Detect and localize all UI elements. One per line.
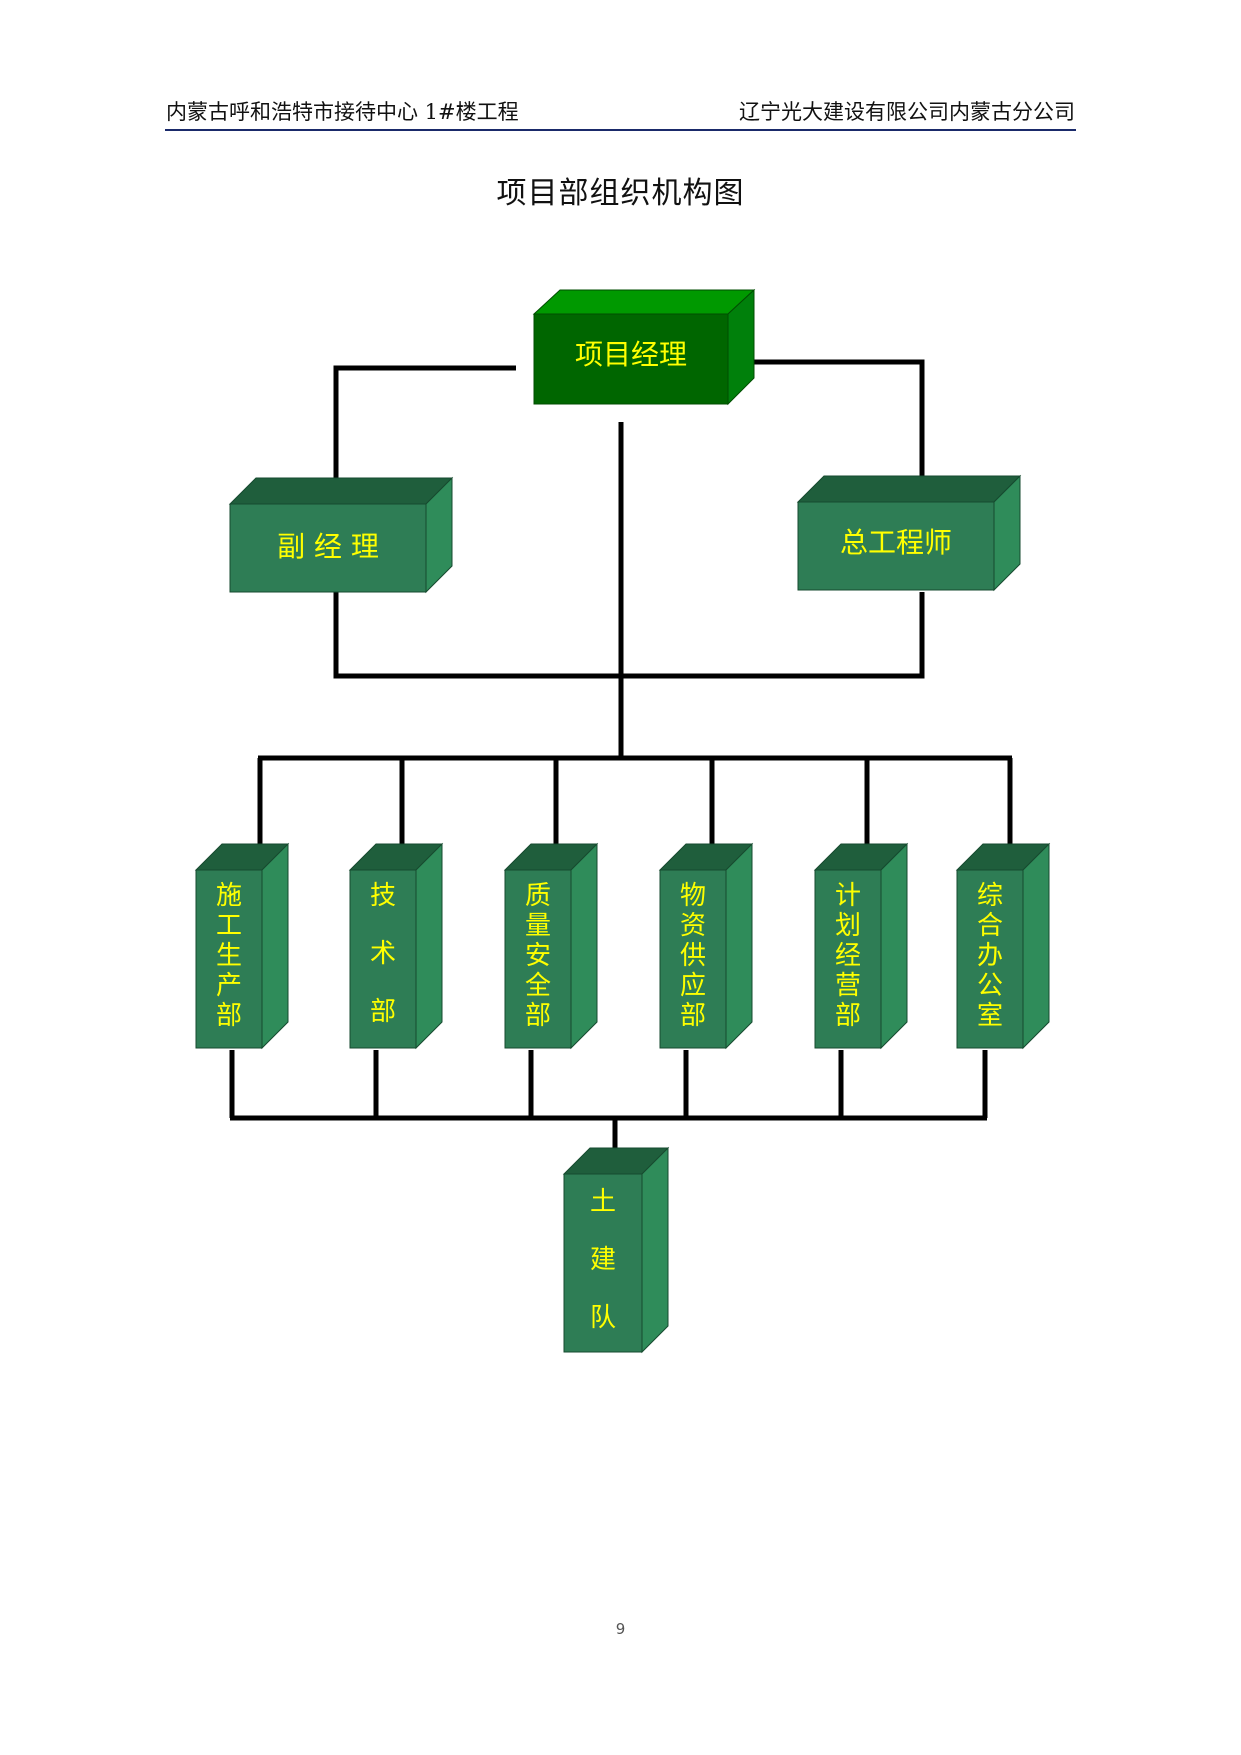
box-label-civil-team: 土建队 <box>590 1187 616 1333</box>
box-chief-engineer: 总工程师 <box>796 474 1022 592</box>
dept-label-3: 质量安全部 <box>525 881 551 1031</box>
dept-label-4: 物资供应部 <box>680 881 706 1031</box>
dept-box-1: 施工生产部 <box>194 842 290 1050</box>
dept-label-6: 综合办公室 <box>977 881 1003 1031</box>
dept-box-3: 质量安全部 <box>503 842 599 1050</box>
dept-box-4: 物资供应部 <box>658 842 754 1050</box>
dept-box-6: 综合办公室 <box>955 842 1051 1050</box>
page-number: 9 <box>615 1620 626 1638</box>
header-divider <box>165 129 1076 131</box>
dept-box-5: 计划经营部 <box>813 842 909 1050</box>
box-deputy-manager: 副 经 理 <box>228 476 454 594</box>
dept-label-2: 技术部 <box>370 881 396 1027</box>
connector-top-deputy <box>333 365 516 480</box>
box-label-chief-engineer: 总工程师 <box>840 526 952 559</box>
team-box: 土建队 <box>562 1146 670 1354</box>
header-company-name: 辽宁光大建设有限公司内蒙古分公司 <box>739 100 1075 124</box>
dept-box-2: 技术部 <box>348 842 444 1050</box>
connector-top-chief <box>738 359 925 476</box>
connector-managers-bar <box>333 592 925 679</box>
page-title: 项目部组织机构图 <box>496 176 745 211</box>
box-project-manager: 项目经理 <box>532 288 756 406</box>
dept-label-1: 施工生产部 <box>216 881 242 1031</box>
box-label-project-manager: 项目经理 <box>575 338 687 371</box>
department-boxes: 施工生产部 技术部 质量安全部 物资供应部 计划经营部 综合办公室 <box>194 842 1051 1050</box>
box-civil-team: 土建队 <box>562 1146 670 1354</box>
box-label-deputy: 副 经 理 <box>277 530 379 563</box>
dept-label-5: 计划经营部 <box>835 881 861 1031</box>
org-connectors <box>229 359 1013 1168</box>
header-project-name: 内蒙古呼和浩特市接待中心 1#楼工程 <box>166 100 519 124</box>
